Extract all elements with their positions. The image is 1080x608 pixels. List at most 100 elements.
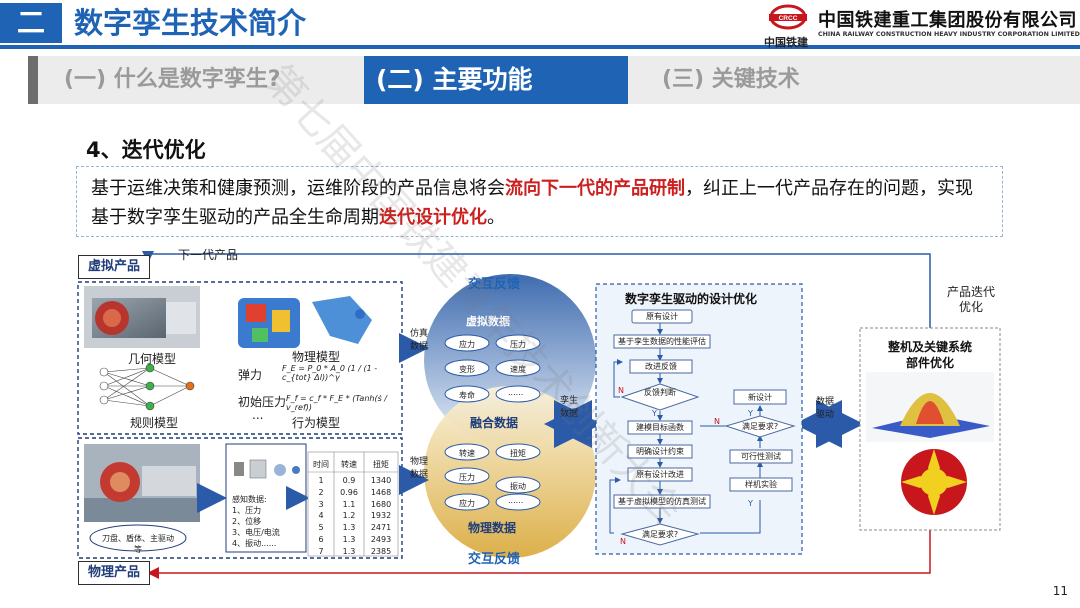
physical-item: 转速	[459, 449, 475, 458]
iteration-diagram	[77, 251, 1001, 579]
system-optimization-label: 整机及关键系统部件优化	[887, 340, 972, 370]
intro-text-1: 基于运维决策和健康预测，运维阶段的产品信息将会	[91, 178, 505, 199]
table-cell: 0.96	[340, 487, 358, 497]
section-heading: 4、迭代优化	[86, 138, 206, 162]
rule-model-network	[99, 363, 195, 411]
table-cell: 0.9	[342, 476, 356, 485]
logo-sub-label: 中国铁建	[764, 36, 808, 49]
virtual-item: ......	[508, 388, 524, 397]
machine-parts-label: 刀盘、盾体、主驱动等	[102, 534, 174, 554]
flow-label: 改进反馈	[645, 362, 677, 371]
surface-plot-image	[866, 372, 994, 442]
sense-item: 4、振动......	[232, 539, 277, 548]
intro-text-2: ，纠正上一代产品存在的问题，实现基于数字孪生驱动的产品全生命周期	[91, 178, 973, 228]
company-name-en: CHINA RAILWAY CONSTRUCTION HEAVY INDUSTR…	[818, 31, 1080, 38]
table-cell: 2471	[370, 523, 392, 533]
company-name: 中国铁建重工集团股份有限公司	[818, 10, 1077, 31]
flow-label: 明确设计约束	[636, 447, 684, 456]
models-ellipsis: ...	[252, 408, 264, 422]
twin-data-label: 孪生数据	[560, 396, 579, 419]
physical-machine-photo	[84, 444, 200, 522]
flow-node-new-design	[733, 389, 787, 405]
tab-main-functions[interactable]: (二) 主要功能	[376, 65, 533, 94]
page-number: 11	[1052, 584, 1068, 598]
physics-model-label: 物理模型	[292, 350, 341, 364]
table-header: 时间	[313, 459, 329, 469]
physics-model-image	[238, 296, 372, 348]
flow-label: 原有设计	[646, 312, 678, 321]
flow-node-meets-req-1	[620, 523, 700, 546]
sense-data-list: 感知数据: 1、压力 2、位移 3、电压/电流 4、振动......	[232, 494, 280, 549]
table-header: 扭矩	[373, 459, 389, 469]
flow-title: 数字孪生驱动的设计优化	[625, 292, 758, 306]
intro-highlight-1: 流向下一代的产品研制	[505, 178, 685, 199]
sensor-data-table	[307, 451, 399, 557]
initial-pressure-label: 初始压力	[238, 395, 287, 409]
physical-item: 振动	[510, 482, 526, 491]
data-drive-label: 数据驱动	[816, 397, 835, 420]
section-number-box: 二	[0, 3, 62, 43]
table-cell: 1	[318, 476, 324, 485]
flow-label: 可行性测试	[741, 452, 781, 461]
flow-yes-label: Y	[748, 409, 753, 418]
tab-active-bg	[364, 56, 628, 104]
flow-no-label: N	[618, 386, 624, 395]
physical-product-label: 物理产品	[78, 561, 150, 585]
table-cell: 7	[318, 546, 324, 556]
company-logo-icon: CRCC	[769, 4, 807, 30]
tab-bar-accent	[28, 56, 38, 104]
flow-label: 基于虚拟模型的仿真测试	[618, 497, 706, 506]
flow-label: 基于孪生数据的性能评估	[618, 337, 706, 346]
virtual-item: 速度	[510, 365, 526, 374]
flow-node-design-improve	[627, 467, 693, 482]
exchange-feedback-top: 交互反馈	[468, 277, 521, 292]
flow-label: 满足要求?	[741, 422, 779, 431]
virtual-item: 寿命	[459, 391, 475, 400]
flow-label: 原有设计改进	[636, 470, 684, 479]
behavior-model-label: 行为模型	[292, 416, 341, 430]
table-cell: 6	[318, 534, 324, 544]
physical-item: 应力	[459, 499, 475, 508]
table-cell: 3	[318, 499, 324, 509]
flow-connectors	[609, 322, 763, 534]
virtual-item: 压力	[510, 340, 526, 349]
virtual-item: 应力	[459, 340, 475, 349]
flow-label: 新设计	[748, 393, 772, 402]
virtual-product-label: 虚拟产品	[78, 255, 150, 279]
section-title: 数字孪生技术简介	[74, 6, 307, 40]
table-row: 1 0.9 1340	[308, 475, 398, 487]
flow-node-meets-req-2	[724, 415, 796, 438]
physical-item: ......	[508, 496, 524, 505]
table-cell: 2493	[370, 534, 392, 544]
physical-item: 压力	[459, 473, 475, 482]
sense-item: 3、电压/电流	[232, 528, 280, 537]
tab-key-technologies[interactable]: (三) 关键技术	[662, 67, 800, 92]
table-cell: 1340	[370, 476, 392, 485]
tab-what-is-digital-twin[interactable]: (一) 什么是数字孪生?	[64, 67, 281, 92]
flow-no-label: N	[714, 417, 720, 426]
flow-node-feedback-judge	[620, 383, 700, 411]
table-cell: 2385	[370, 546, 392, 556]
sensor-icons	[234, 459, 300, 479]
physical-return-line	[147, 530, 931, 579]
formula-elastic: F_E = P_0 * A_0 (1 / (1 - c_{tot} Δl))^γ	[282, 364, 378, 382]
intro-text-3: 。	[487, 207, 505, 228]
rule-model-label: 规则模型	[130, 416, 179, 430]
flow-label: 样机实验	[745, 480, 777, 489]
sim-data-label: 仿真数据	[410, 329, 429, 352]
flow-label: 满足要求?	[641, 530, 679, 539]
table-cell: 1932	[370, 511, 392, 521]
sense-item: 2、位移	[232, 517, 262, 526]
geometry-model-label: 几何模型	[128, 352, 177, 366]
next-gen-label: 下一代产品	[178, 248, 239, 262]
logo-text: CRCC	[779, 15, 798, 22]
table-header: 转速	[341, 459, 357, 469]
table-cell: 1.3	[342, 523, 356, 533]
elastic-label: 弹力	[238, 368, 263, 382]
flow-node-feasibility	[729, 449, 793, 464]
